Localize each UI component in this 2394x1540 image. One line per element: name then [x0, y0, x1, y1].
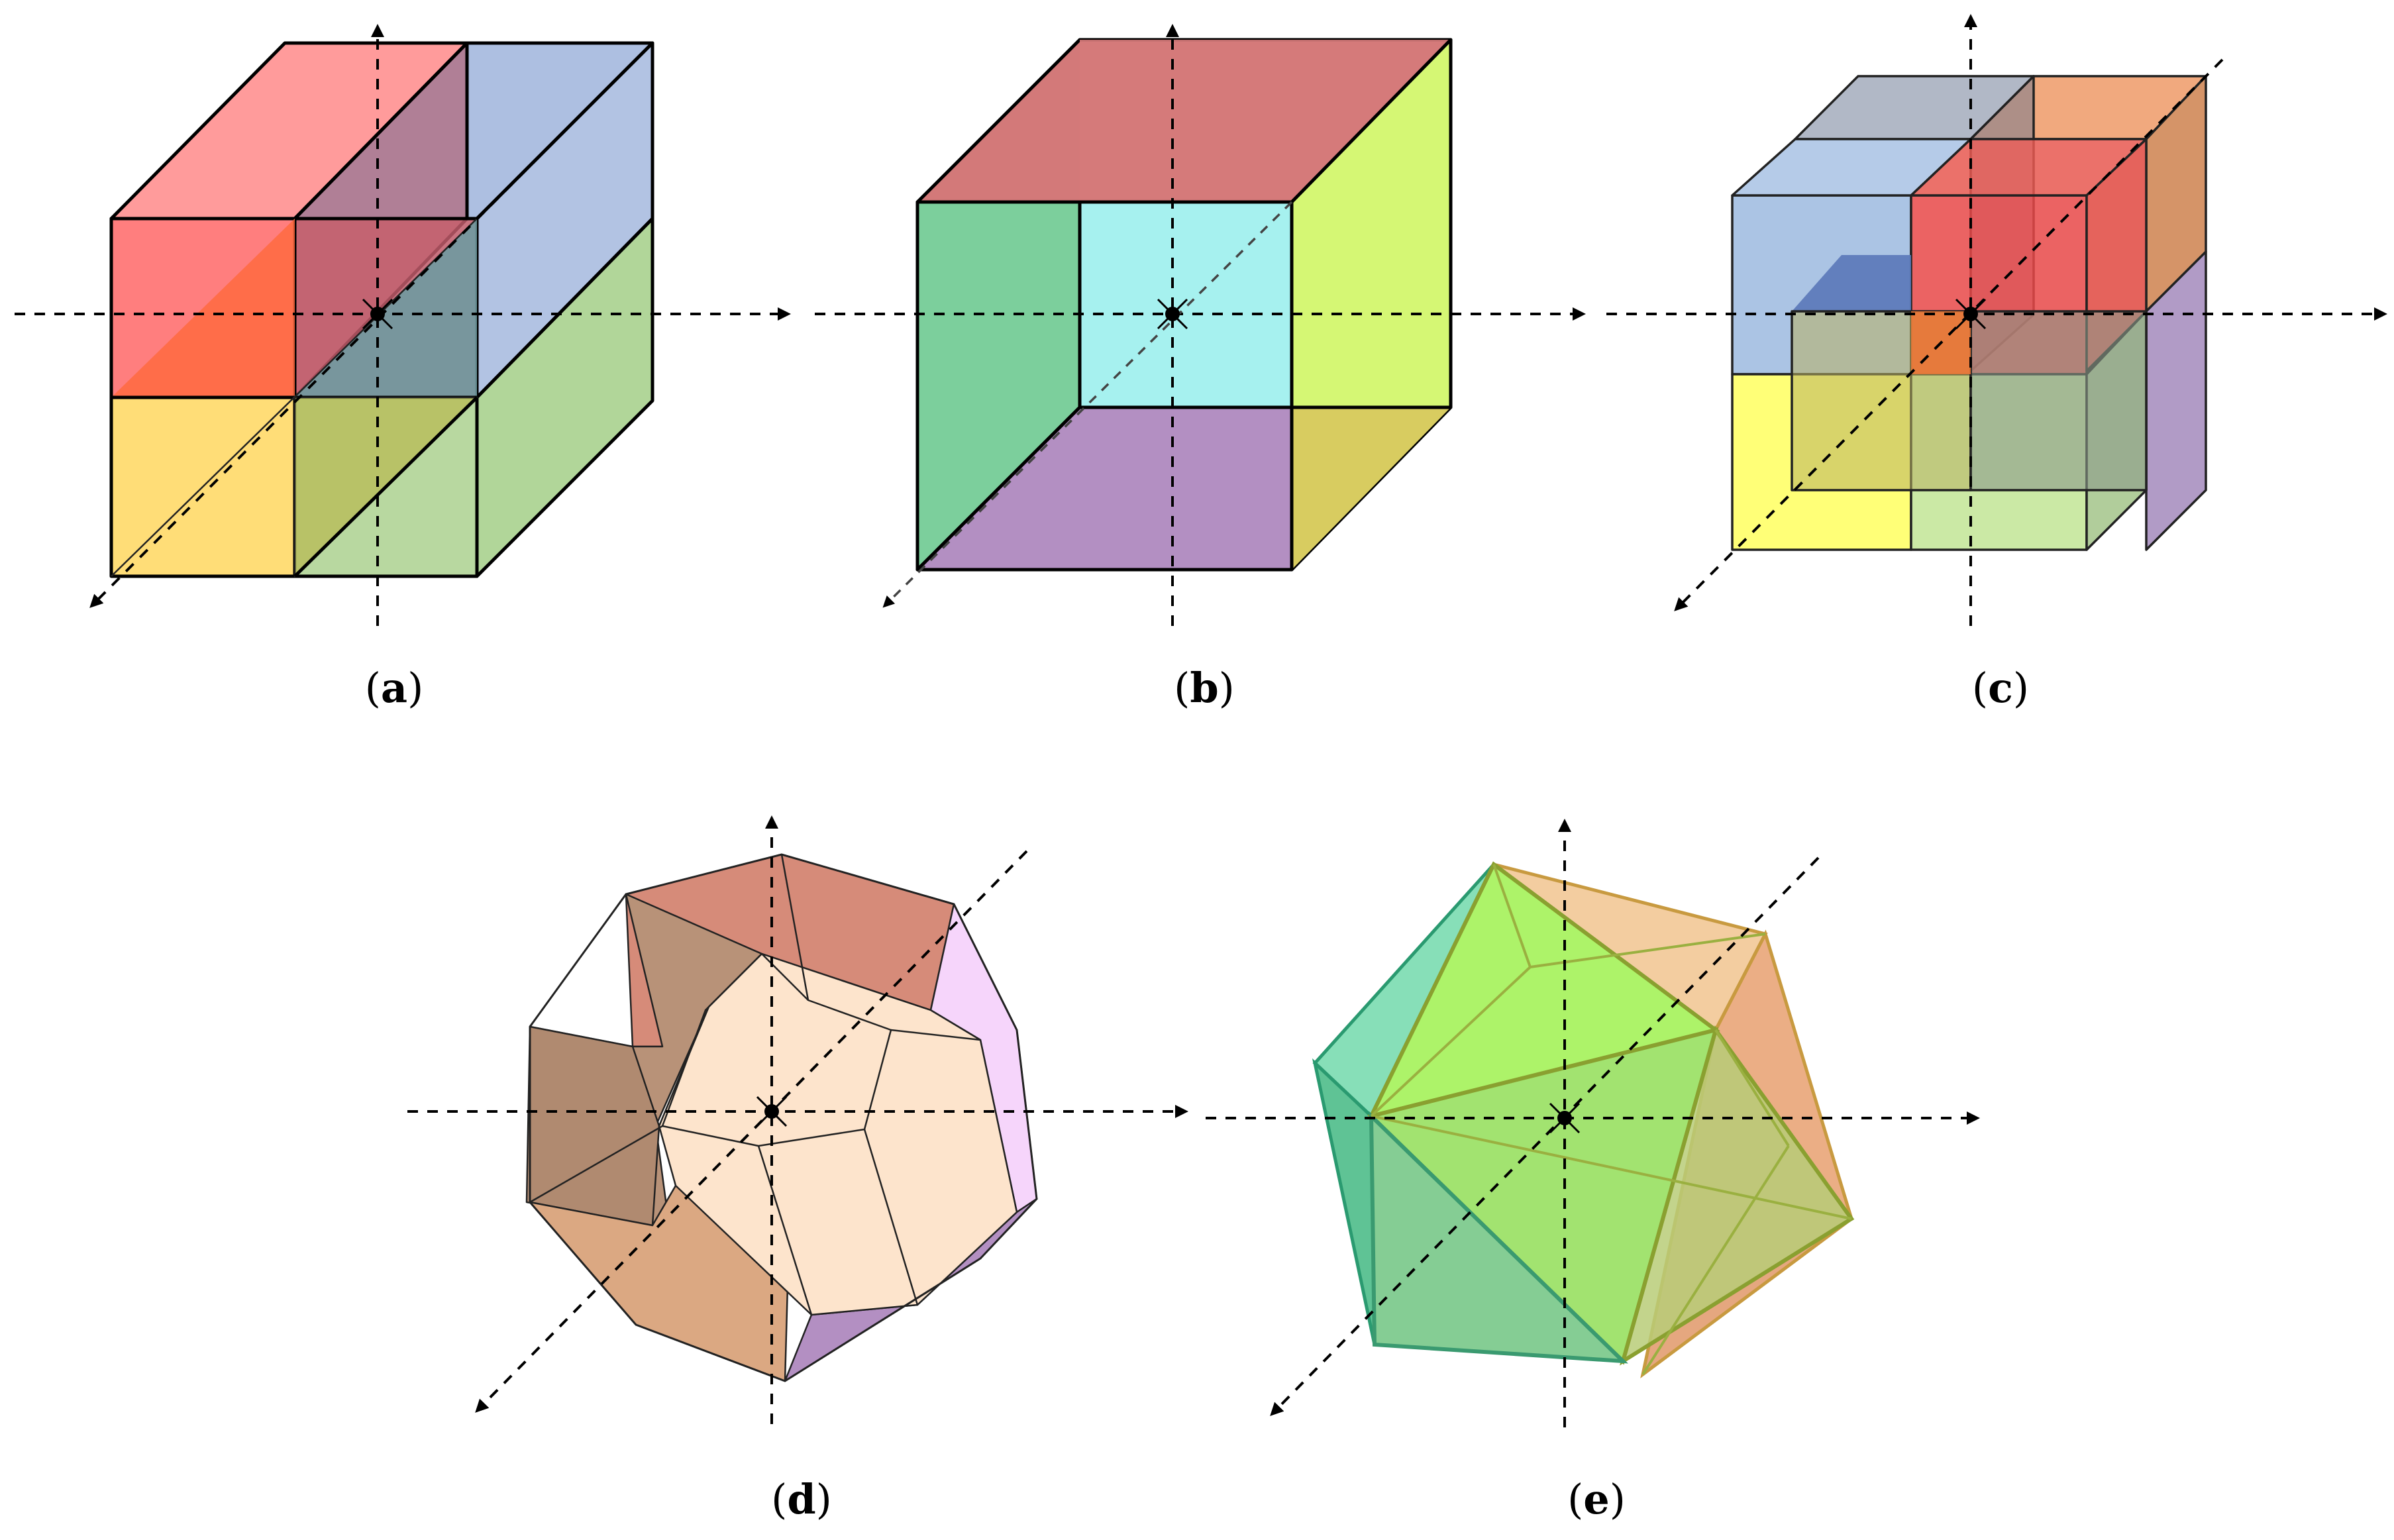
panel-label-a: (a): [365, 664, 424, 712]
axis-z: [1674, 58, 2224, 611]
dodeca-edge-5: [529, 1125, 663, 1204]
block-edge-diagonal-2: [293, 396, 478, 578]
panel-a: (a): [15, 24, 791, 712]
panel-e: (e): [1206, 819, 1980, 1523]
cube-right-lower: [1292, 407, 1451, 570]
panel-b: (b): [815, 24, 1586, 712]
panel-c: (c): [1606, 14, 2387, 712]
origin-marker-icon: [1157, 298, 1188, 330]
cube-front-navy: [1792, 255, 1911, 311]
ico-front-bottom: [1369, 1111, 1628, 1364]
cube-inner-olive-2: [1969, 310, 2148, 491]
dodeca-edge-3: [890, 1029, 981, 1041]
axis-z: [89, 42, 654, 608]
origin-marker-icon: [362, 298, 393, 330]
origin-marker-icon: [1955, 298, 1987, 330]
dodeca-inner-pentagon: [661, 952, 892, 1147]
block-edge-diagonal: [111, 218, 478, 577]
panel-label-b: (b): [1174, 664, 1235, 712]
ico-inner-edge-2: [1530, 933, 1766, 968]
ico-inner-edge-4: [1371, 1115, 1852, 1220]
block-diagonal-orange: [111, 219, 295, 397]
panel-label-e: (e): [1567, 1475, 1626, 1523]
panel-label-d: (d): [771, 1475, 832, 1523]
ico-inner-edge-3: [1370, 966, 1532, 1117]
cube-center-face: [1078, 200, 1294, 409]
dodeca-edge-2: [863, 1129, 919, 1306]
ico-inner-edge-5: [1714, 1029, 1790, 1147]
panel-label-c: (c): [1972, 664, 2029, 712]
ico-inner-edge-6: [1641, 1145, 1790, 1376]
dodeca-outline: [529, 853, 1038, 1382]
panel-d: (d): [407, 815, 1188, 1523]
dodeca-edge-4: [780, 854, 809, 1001]
origin-marker-icon: [756, 1096, 788, 1127]
dodeca-edge-1: [757, 1145, 813, 1315]
ico-inner-edge-1: [1492, 864, 1532, 968]
origin-marker-icon: [1549, 1102, 1581, 1134]
